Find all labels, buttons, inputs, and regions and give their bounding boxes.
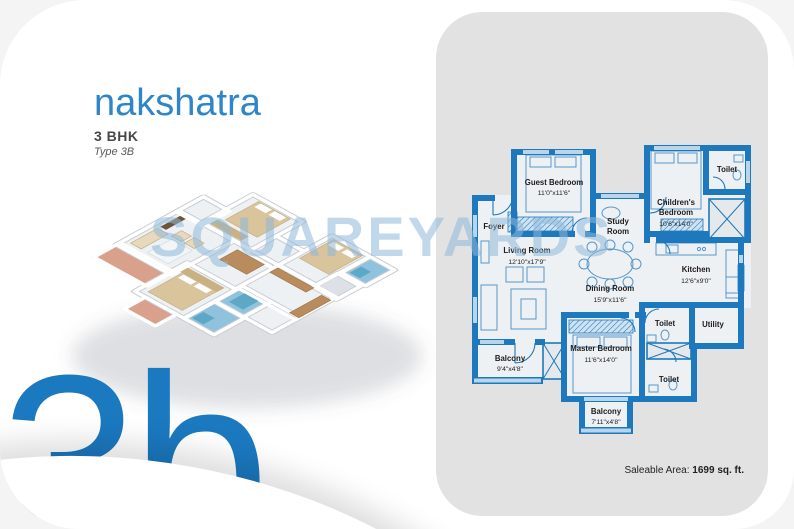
dims-master-bedroom: 11'6"x14'0" <box>585 357 619 364</box>
label-kitchen: Kitchen <box>682 265 711 274</box>
iso-shadow <box>72 304 422 408</box>
label-foyer: Foyer <box>483 222 504 231</box>
label-study-room-2: Room <box>607 227 629 236</box>
dims-balcony-left: 9'4"x4'8" <box>497 366 524 373</box>
label-childrens-bedroom-2: Bedroom <box>659 208 693 217</box>
label-living-room: Living Room <box>503 246 550 255</box>
floor-plan-panel: Foyer Guest Bedroom 11'0"x11'6" Study Ro… <box>436 12 768 516</box>
iso-rooms <box>90 192 399 338</box>
dims-living-room: 12'10"x17'9" <box>508 259 546 266</box>
plan-windows <box>473 146 750 433</box>
iso-floor-plan-3d <box>42 118 442 430</box>
label-childrens-bedroom-1: Children's <box>657 198 695 207</box>
iso-floor-plan-svg <box>72 192 422 408</box>
dims-kitchen: 12'6"x9'0" <box>681 278 711 285</box>
page-title: nakshatra <box>94 82 261 124</box>
saleable-area-value: 1699 sq. ft. <box>692 465 744 476</box>
saleable-area-label: Saleable Area: <box>624 465 690 476</box>
label-study-room-1: Study <box>607 217 629 226</box>
dims-childrens-bedroom: 10'6"x14'0" <box>659 221 693 228</box>
label-toilet-mid: Toilet <box>655 319 676 328</box>
label-balcony-bottom: Balcony <box>591 407 622 416</box>
label-utility: Utility <box>702 320 724 329</box>
dims-balcony-bottom: 7'11"x4'8" <box>591 419 621 426</box>
title-block: nakshatra 3 BHK Type 3B <box>94 82 261 158</box>
dims-guest-bedroom: 11'0"x11'6" <box>538 190 571 197</box>
label-balcony-left: Balcony <box>495 354 526 363</box>
label-guest-bedroom: Guest Bedroom <box>525 178 584 187</box>
bhk-subtitle: 3 BHK <box>94 128 139 144</box>
label-toilet-bottom: Toilet <box>659 375 680 384</box>
dims-dining-room: 15'9"x11'6" <box>594 297 628 304</box>
plan-labels: Foyer Guest Bedroom 11'0"x11'6" Study Ro… <box>483 165 737 426</box>
label-toilet-top: Toilet <box>717 165 738 174</box>
plan-wardrobes <box>507 211 745 334</box>
label-dining-room: Dining Room <box>586 284 635 293</box>
floor-plan-2d: Foyer Guest Bedroom 11'0"x11'6" Study Ro… <box>472 145 751 434</box>
type-label: Type 3B <box>94 146 135 158</box>
label-master-bedroom: Master Bedroom <box>570 344 632 353</box>
iso-furniture <box>129 201 372 325</box>
saleable-area: Saleable Area: 1699 sq. ft. <box>624 465 744 476</box>
